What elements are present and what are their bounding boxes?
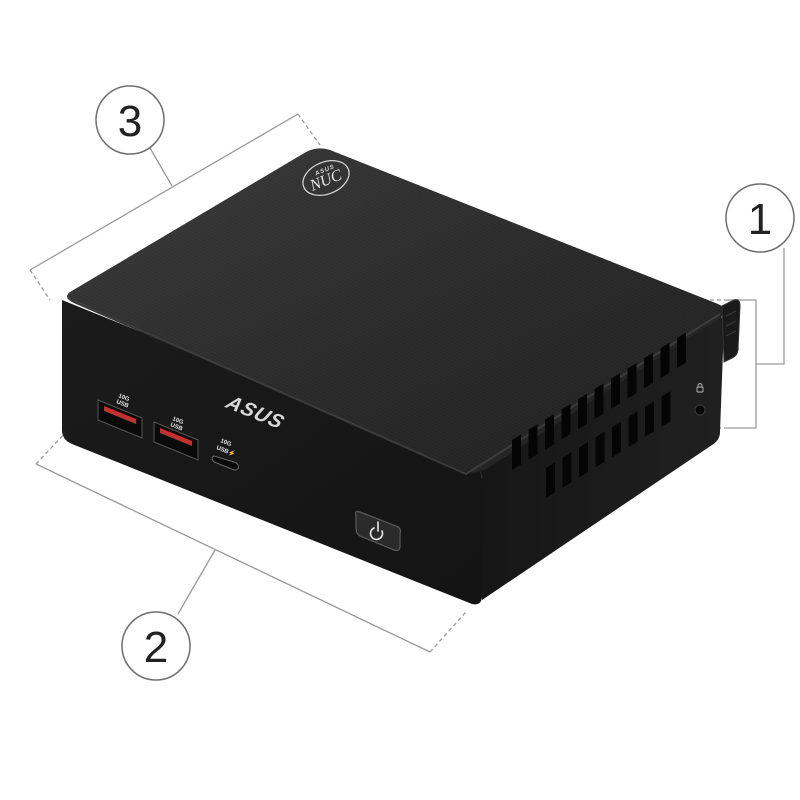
vent-slot <box>628 411 638 447</box>
vent-slot <box>578 393 587 430</box>
dimension-line-depth <box>29 113 299 271</box>
vent-slot <box>579 442 588 478</box>
usb-c-speed: 10G <box>219 438 232 448</box>
usb-port-tongue <box>104 406 136 424</box>
callout-label-2: 2 <box>144 623 168 672</box>
usb-a-port-1: 10G USB <box>97 393 143 439</box>
dimension-tick-depth-right <box>297 113 321 146</box>
vent-slot <box>645 401 654 437</box>
vent-slot <box>660 342 670 379</box>
usb-port-2-type: USB <box>169 422 184 433</box>
vent-slot <box>644 352 653 389</box>
vent-slot <box>595 431 605 468</box>
callout-circle-2 <box>121 611 191 681</box>
callout-label-3: 3 <box>118 97 142 146</box>
dimension-tick-depth-left <box>29 269 51 301</box>
callout-2: 2 <box>121 611 191 681</box>
dimension-line-width <box>35 463 431 653</box>
vent-slot <box>512 434 521 470</box>
callout-circle-3 <box>95 85 165 155</box>
side-vents <box>512 332 686 498</box>
leader-line-3 <box>149 147 173 187</box>
power-icon <box>369 521 384 541</box>
callout-3: 3 <box>95 85 165 155</box>
usb-a-port-2: 10G USB <box>153 416 199 461</box>
usb-c-opening <box>211 455 239 471</box>
dimension-tick-width-right <box>429 611 467 653</box>
vent-slot <box>627 363 637 399</box>
vent-slot <box>545 414 554 450</box>
lock-icon <box>696 383 704 393</box>
vent-slot <box>561 403 571 440</box>
mini-pc: ASUS NUC ASUS 10G USB 10G USB 10G USB⚡ <box>62 148 741 605</box>
lid-texture <box>67 148 726 473</box>
antenna-connector <box>721 299 741 363</box>
lock-slot-hole <box>694 404 706 416</box>
usb-port-1-type: USB <box>115 399 130 410</box>
vent-slot <box>661 391 671 427</box>
leader-line-2 <box>177 549 216 615</box>
power-button[interactable] <box>354 510 402 552</box>
vent-slot <box>528 424 538 460</box>
dimension-lines <box>29 113 785 653</box>
callout-label-1: 1 <box>748 195 772 244</box>
lock-slot <box>694 383 706 416</box>
usb-port-tongue <box>160 428 192 446</box>
vent-slot <box>562 452 572 488</box>
vent-slot <box>612 421 621 458</box>
vent-slot <box>594 383 604 419</box>
callout-circle-1 <box>725 183 795 253</box>
vent-slot <box>546 462 555 498</box>
vent-slot <box>677 332 686 368</box>
usb-port-1-speed: 10G <box>117 393 130 403</box>
callout-1: 1 <box>725 183 795 253</box>
nuc-logo-circle <box>302 160 350 196</box>
usb-port-2-speed: 10G <box>171 416 184 426</box>
dimension-tick-width-left <box>35 431 67 465</box>
leader-line-1 <box>756 248 785 365</box>
vent-slot <box>611 373 620 409</box>
